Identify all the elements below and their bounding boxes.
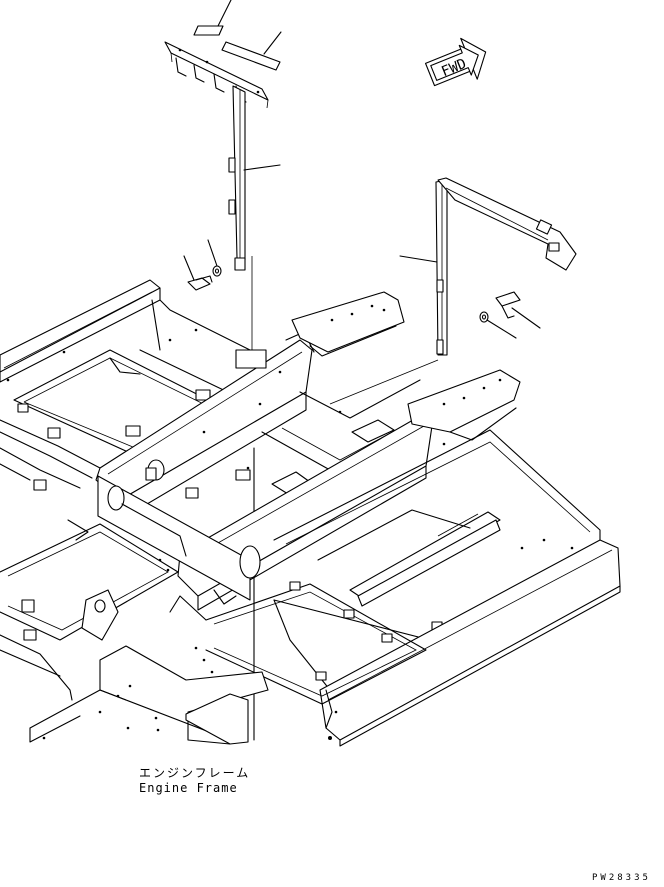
engine-frame-body — [0, 280, 620, 746]
caption-english: Engine Frame — [139, 781, 238, 795]
fwd-direction-arrow — [422, 32, 494, 95]
caption-japanese: エンジンフレーム — [139, 766, 251, 780]
figure-id: PW28335 — [592, 873, 651, 883]
right-support-frame — [400, 178, 576, 355]
bolt-and-washer-right — [480, 292, 540, 338]
upper-support-bracket — [165, 42, 280, 270]
assembly-leader-lines — [252, 256, 438, 404]
bolt-and-washer-left — [184, 240, 221, 290]
rubber-pads — [194, 0, 281, 70]
